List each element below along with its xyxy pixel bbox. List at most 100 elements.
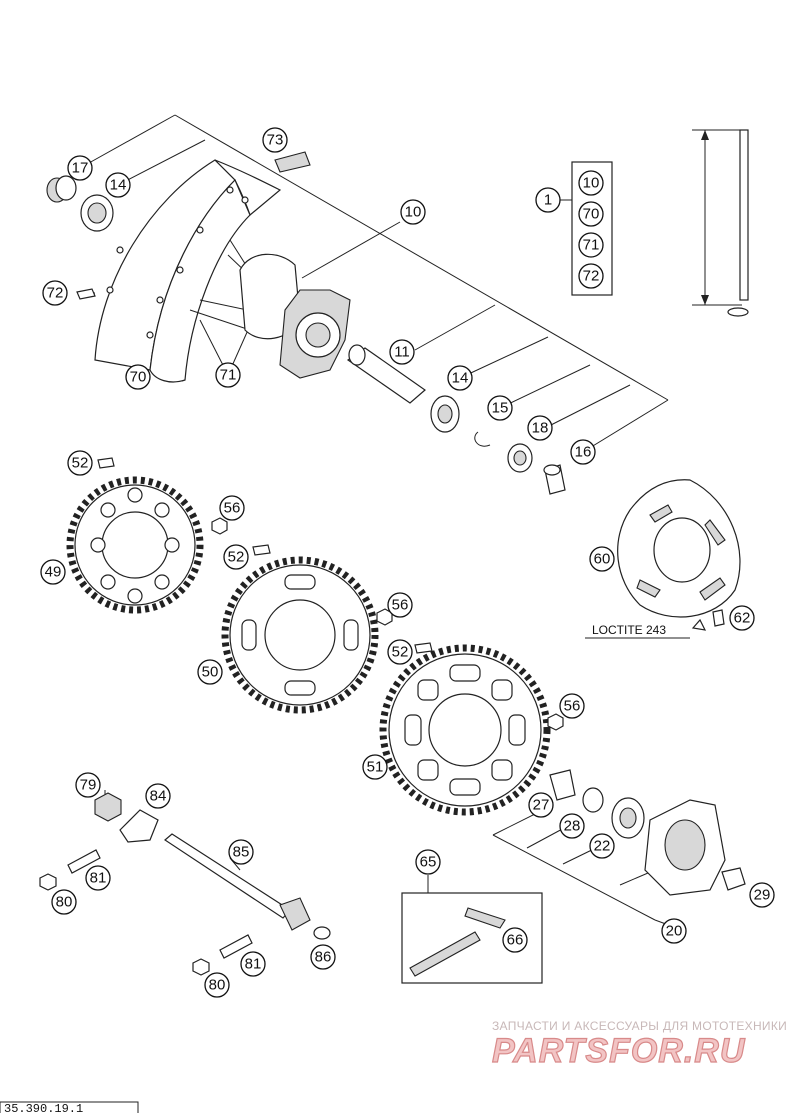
svg-text:62: 62: [734, 610, 751, 627]
svg-text:70: 70: [583, 206, 600, 223]
callout-80a: 80: [51, 889, 77, 915]
callout-29: 29: [749, 882, 775, 908]
svg-text:10: 10: [583, 175, 600, 192]
svg-text:50: 50: [202, 664, 219, 681]
callout-16: 16: [570, 439, 596, 465]
svg-text:29: 29: [754, 887, 771, 904]
svg-text:66: 66: [507, 932, 524, 949]
svg-text:16: 16: [575, 444, 592, 461]
callout-65: 65: [415, 849, 441, 875]
callout-15: 15: [487, 395, 513, 421]
svg-text:18: 18: [532, 420, 549, 437]
svg-text:52: 52: [72, 455, 89, 472]
callout-28: 28: [559, 813, 585, 839]
brake-disc: [585, 479, 741, 639]
upper-small-parts: [46, 151, 566, 495]
callout-70: 70: [125, 364, 151, 390]
callout-52a: 52: [67, 450, 93, 476]
callout-73: 73: [262, 127, 288, 153]
callout-66: 66: [502, 927, 528, 953]
callout-11: 11: [389, 339, 415, 365]
svg-text:10: 10: [405, 204, 422, 221]
svg-text:85: 85: [233, 844, 250, 861]
callout-56b: 56: [387, 592, 413, 618]
callout-71: 71: [215, 362, 241, 388]
kit-callout-10: 10: [578, 170, 604, 196]
callout-22: 22: [589, 833, 615, 859]
svg-text:56: 56: [564, 698, 581, 715]
sprocket-49: [66, 476, 204, 614]
callout-60: 60: [589, 546, 615, 572]
kit-callout-70: 70: [578, 201, 604, 227]
svg-text:80: 80: [209, 977, 226, 994]
svg-text:52: 52: [392, 644, 409, 661]
kit-callout-71: 71: [578, 232, 604, 258]
svg-text:14: 14: [110, 177, 127, 194]
svg-text:20: 20: [666, 923, 683, 940]
axle-assembly: [39, 792, 331, 976]
callout-50: 50: [197, 659, 223, 685]
svg-text:52: 52: [228, 549, 245, 566]
svg-text:28: 28: [564, 818, 581, 835]
callout-72: 72: [42, 280, 68, 306]
svg-text:79: 79: [80, 777, 97, 794]
svg-text:81: 81: [245, 956, 262, 973]
dimension-spoke: [692, 129, 749, 317]
callout-80b: 80: [204, 972, 230, 998]
callout-27: 27: [528, 792, 554, 818]
callout-10: 10: [400, 199, 426, 225]
callout-49: 49: [40, 559, 66, 585]
svg-text:51: 51: [367, 759, 384, 776]
svg-text:56: 56: [392, 597, 409, 614]
callout-81b: 81: [240, 951, 266, 977]
callouts: 17 14 73 10 1 10 70 71 72 72 70 71 11 14…: [40, 127, 775, 998]
loctite-note: LOCTITE 243: [592, 623, 666, 637]
sprocket-51: [379, 644, 551, 816]
rear-hub: [239, 253, 351, 379]
sprocket-50: [221, 556, 379, 714]
callout-56a: 56: [219, 495, 245, 521]
svg-text:11: 11: [394, 344, 410, 361]
svg-text:60: 60: [594, 551, 611, 568]
callout-79: 79: [75, 772, 101, 798]
svg-text:80: 80: [56, 894, 73, 911]
svg-text:72: 72: [47, 285, 64, 302]
svg-text:22: 22: [594, 838, 611, 855]
callout-51: 51: [362, 754, 388, 780]
callout-14b: 14: [447, 365, 473, 391]
svg-text:1: 1: [544, 192, 552, 209]
svg-text:17: 17: [72, 160, 89, 177]
callout-62: 62: [729, 605, 755, 631]
callout-56c: 56: [559, 693, 585, 719]
svg-text:84: 84: [150, 788, 167, 805]
svg-text:15: 15: [492, 400, 509, 417]
callout-17: 17: [67, 155, 93, 181]
svg-text:71: 71: [220, 367, 237, 384]
svg-text:81: 81: [90, 870, 107, 887]
callout-84: 84: [145, 783, 171, 809]
svg-text:73: 73: [267, 132, 284, 149]
svg-text:70: 70: [130, 369, 147, 386]
callout-52c: 52: [387, 639, 413, 665]
watermark-caption: ЗАПЧАСТИ И АКСЕССУАРЫ ДЛЯ МОТОТЕХНИКИ: [492, 1019, 787, 1033]
svg-text:72: 72: [583, 268, 600, 285]
callout-85: 85: [228, 839, 254, 865]
svg-text:56: 56: [224, 500, 241, 517]
callout-52b: 52: [223, 544, 249, 570]
svg-text:49: 49: [45, 564, 62, 581]
drawing-code: 35.390.19.1: [4, 1102, 83, 1113]
kit-callout-72: 72: [578, 263, 604, 289]
svg-text:14: 14: [452, 370, 469, 387]
callout-18: 18: [527, 415, 553, 441]
callout-14: 14: [105, 172, 131, 198]
svg-text:27: 27: [533, 797, 550, 814]
svg-text:65: 65: [420, 854, 437, 871]
callout-86: 86: [310, 944, 336, 970]
watermark-brand: PARTSFOR.RU: [492, 1032, 746, 1070]
callout-81a: 81: [85, 865, 111, 891]
rim: [94, 159, 282, 383]
callout-20: 20: [661, 918, 687, 944]
callout-1: 1: [535, 187, 561, 213]
sprocket-fasteners: [97, 457, 564, 731]
